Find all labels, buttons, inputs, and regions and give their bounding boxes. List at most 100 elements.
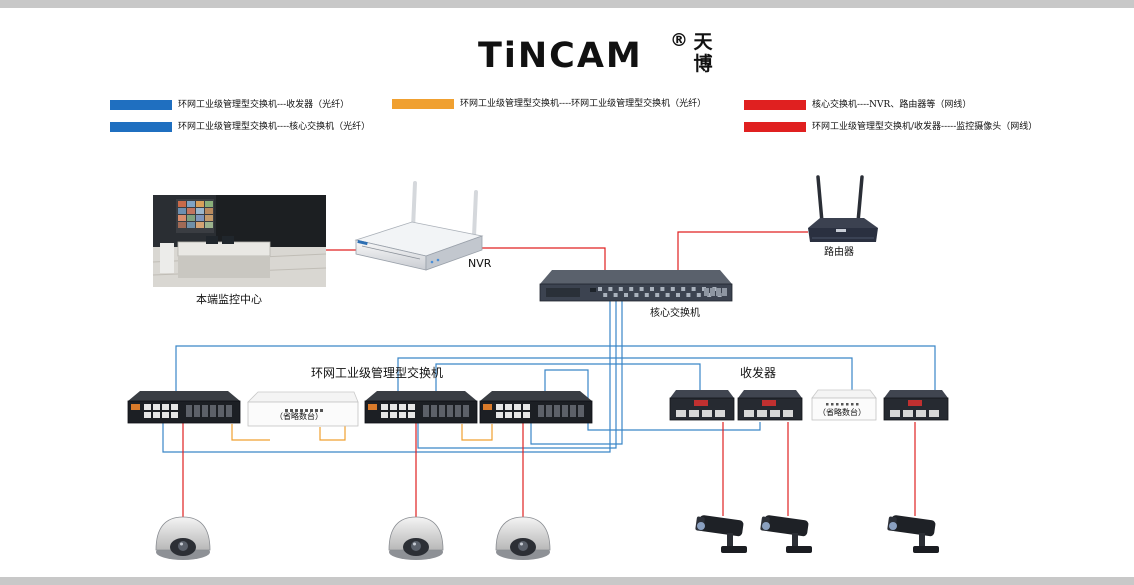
ring-switch-1 (127, 391, 241, 424)
core-switch-device (539, 270, 733, 302)
legend-text-1: 环网工业级管理型交换机---收发器（光纤） (178, 100, 350, 110)
legend-text-3: 核心交换机----NVR、路由器等（网线） (812, 100, 972, 110)
legend-text-2: 环网工业级管理型交换机----环网工业级管理型交换机（光纤） (460, 99, 707, 109)
nvr-label: NVR (468, 257, 492, 270)
sfp-port (570, 405, 576, 417)
core-port (665, 293, 670, 297)
ring-switches (127, 391, 593, 424)
rj45-port (523, 412, 530, 418)
transceiver-port (744, 410, 754, 417)
transceiver-group-label: 收发器 (740, 366, 777, 380)
dome-camera-2 (388, 516, 444, 560)
rj45-port (390, 404, 397, 410)
transceiver-port (903, 410, 913, 417)
brand-chinese-top: 天 (693, 31, 713, 53)
core-port (676, 293, 680, 297)
rj45-port (505, 404, 512, 410)
sfp-port (202, 405, 208, 417)
legend-swatch-blue (110, 100, 172, 110)
transceiver-port (757, 410, 767, 417)
brand-logo: TiNCAM ® 天 博 (478, 30, 728, 80)
transceiver-3 (883, 390, 949, 421)
monitor-center-label: 本端监控中心 (196, 293, 262, 306)
core-sfp-port (716, 288, 721, 296)
core-sfp-port (704, 288, 709, 296)
sfp-port (194, 405, 200, 417)
legend-swatch-blue-2 (110, 122, 172, 132)
link-core-switch3 (417, 300, 617, 449)
transceiver-port (702, 410, 712, 417)
monitor-center-image (152, 195, 327, 287)
rj45-port (162, 404, 169, 410)
core-sfp-port (710, 288, 715, 296)
rj45-port (408, 412, 415, 418)
bullet-camera-2 (760, 515, 812, 553)
legend-text-5: 环网工业级管理型交换机/收发器-----监控摄像头（网线） (812, 122, 1038, 132)
core-port (691, 287, 696, 291)
transceiver-port (890, 410, 900, 417)
core-port (603, 293, 608, 297)
legend-swatch-red-2 (744, 122, 806, 132)
link-top-loop-2 (397, 357, 853, 393)
link-lines (162, 231, 936, 518)
link-ring-a (231, 424, 270, 441)
transceiver-port (916, 410, 926, 417)
core-port (624, 293, 628, 297)
bullet-camera-1 (695, 515, 747, 553)
sfp-port (463, 405, 469, 417)
rj45-port (408, 404, 415, 410)
rj45-port (381, 404, 388, 410)
omitted-transceiver-right (811, 389, 877, 421)
sfp-port (218, 405, 224, 417)
sfp-port (431, 405, 437, 417)
router-device (808, 175, 878, 242)
core-port (618, 287, 623, 291)
cameras (155, 515, 939, 560)
link-core-router (677, 231, 808, 271)
nvr-device (354, 181, 484, 271)
dome-camera-3 (495, 516, 551, 560)
rj45-port (399, 412, 406, 418)
legend-text-4: 环网工业级管理型交换机----核心交换机（光纤） (178, 122, 371, 132)
core-port (644, 293, 649, 297)
omitted-transceiver-label: （省略数台） (818, 408, 866, 417)
rj45-port (390, 412, 397, 418)
rj45-port (171, 404, 178, 410)
rj45-port (153, 412, 160, 418)
rj45-port (153, 404, 160, 410)
sfp-port (226, 405, 232, 417)
transceiver-2 (737, 390, 803, 421)
core-port (660, 287, 665, 291)
router-label: 路由器 (824, 247, 854, 258)
transceiver-port (929, 410, 939, 417)
transceiver-port (676, 410, 686, 417)
core-port (707, 293, 712, 297)
legend-swatch-orange (392, 99, 454, 109)
sfp-port (455, 405, 461, 417)
transceiver-port (689, 410, 699, 417)
dome-camera-1 (155, 516, 211, 560)
rj45-port (496, 404, 503, 410)
core-port (655, 293, 660, 297)
core-port (598, 287, 602, 291)
sfp-port (439, 405, 445, 417)
core-switch-ports (598, 287, 727, 297)
core-sfp-port (722, 288, 727, 296)
core-port (629, 287, 634, 291)
core-port (639, 287, 644, 291)
ring-switch-2 (364, 391, 478, 424)
rj45-port (144, 404, 151, 410)
sfp-port (546, 405, 552, 417)
link-top-loop-3 (435, 363, 701, 393)
transceiver-1 (669, 390, 735, 421)
transceivers (669, 390, 949, 421)
core-port (670, 287, 675, 291)
link-core-switch1 (162, 300, 611, 453)
video-wall (176, 199, 214, 233)
sfp-port (447, 405, 453, 417)
link-core-switch4 (530, 300, 623, 445)
rj45-port (171, 412, 178, 418)
sfp-port (186, 405, 192, 417)
link-ring-c (461, 424, 493, 441)
